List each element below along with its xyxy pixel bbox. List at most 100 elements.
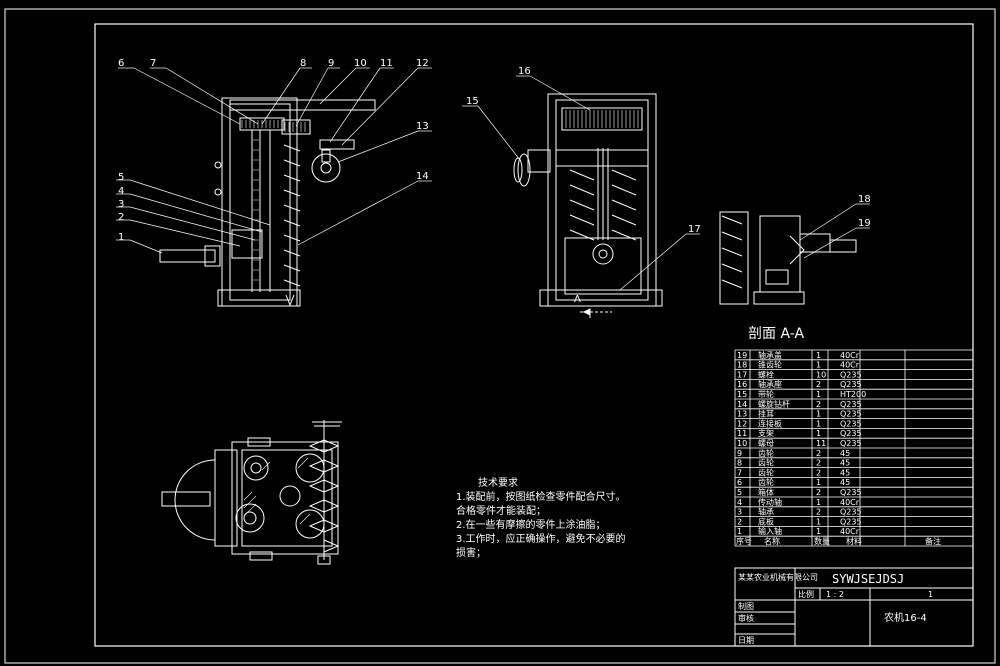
bom-row-number: 15 xyxy=(737,390,747,399)
bom-header-name: 名称 xyxy=(764,536,780,546)
date-label: 日期 xyxy=(738,636,754,645)
balloon-18: 18 xyxy=(858,194,871,205)
drawing-code: SYWJSEJDSJ xyxy=(832,572,904,586)
bom-row-number: 7 xyxy=(737,468,742,477)
bom-row-name: 传动轴 xyxy=(758,497,782,507)
note-line-4: 3.工作时，应正确操作，避免不必要的 xyxy=(456,532,626,545)
front-view xyxy=(159,97,376,307)
bom-row-material: Q235 xyxy=(840,439,862,448)
bom-row-name: 连接板 xyxy=(758,418,782,428)
bom-row-material: 45 xyxy=(840,449,850,458)
bom-header-material: 材料 xyxy=(846,536,862,546)
sheet-number: 1 xyxy=(928,590,933,599)
notes-heading: 技术要求 xyxy=(478,476,518,489)
front-hatch xyxy=(241,120,306,281)
bom-row-qty: 1 xyxy=(816,527,821,536)
top-hatch xyxy=(243,457,311,525)
bom-row-qty: 1 xyxy=(816,410,821,419)
technical-notes: 技术要求 1.装配前，按图纸检查零件配合尺寸。 合格零件才能装配； 2.在一些有… xyxy=(456,476,626,559)
bom-row-number: 10 xyxy=(737,439,747,448)
bom-row-qty: 2 xyxy=(816,380,821,389)
balloon-6: 6 xyxy=(118,58,124,69)
bom-row-number: 18 xyxy=(737,361,747,370)
bom-row-name: 箱体 xyxy=(758,487,774,497)
inner-border xyxy=(94,23,974,647)
bom-row-material: Q235 xyxy=(840,508,862,517)
bom-row-number: 9 xyxy=(737,449,742,458)
bom-row-number: 19 xyxy=(737,351,747,360)
balloon-labels: 1 2 3 4 5 6 7 8 9 10 11 12 13 14 15 16 1… xyxy=(118,58,871,243)
bom-row-name: 齿轮 xyxy=(758,467,774,477)
section-title: 剖面 A-A xyxy=(748,326,804,342)
bom-row-qty: 1 xyxy=(816,361,821,370)
bom-row-number: 14 xyxy=(737,400,747,409)
bom-row-name: 挂耳 xyxy=(758,409,774,419)
balloon-8: 8 xyxy=(300,58,306,69)
balloon-17: 17 xyxy=(688,224,701,235)
bom-row-name: 螺母 xyxy=(758,438,774,448)
bom-row-qty: 2 xyxy=(816,488,821,497)
balloon-12: 12 xyxy=(416,58,429,69)
bom-row-material: Q235 xyxy=(840,429,862,438)
bom-row-material: 40Cr xyxy=(840,498,860,507)
bom-row-name: 螺旋钻杆 xyxy=(758,399,790,409)
balloon-15: 15 xyxy=(466,96,479,107)
note-line-5: 损害； xyxy=(456,546,486,559)
bom-row-material: 40Cr xyxy=(840,351,860,360)
balloon-14: 14 xyxy=(416,171,429,182)
review-label: 审核 xyxy=(738,613,754,623)
side-hatch xyxy=(565,110,639,128)
bom-row-material: Q235 xyxy=(840,400,862,409)
bom-row-name: 轴承 xyxy=(758,507,774,517)
balloon-5: 5 xyxy=(118,172,124,183)
bom-row-material: Q235 xyxy=(840,488,862,497)
balloon-19: 19 xyxy=(858,218,871,229)
bom-row-qty: 2 xyxy=(816,508,821,517)
bom-row-material: Q235 xyxy=(840,517,862,526)
title-block xyxy=(734,567,974,647)
bom-header-remark: 备注 xyxy=(925,536,941,546)
bom-row-material: 45 xyxy=(840,468,850,477)
side-view xyxy=(513,93,663,318)
bom-row-material: Q235 xyxy=(840,370,862,379)
bom-row-number: 3 xyxy=(737,508,742,517)
bom-row-name: 齿轮 xyxy=(758,458,774,468)
leaders-front xyxy=(116,67,432,254)
bom-row-qty: 1 xyxy=(816,419,821,428)
balloon-10: 10 xyxy=(354,58,367,69)
bom-row-qty: 10 xyxy=(816,370,826,379)
bom-row-name: 轴承盖 xyxy=(758,350,782,360)
bom-row-name: 带轮 xyxy=(758,389,774,399)
outer-border xyxy=(4,8,996,664)
bom-row-number: 13 xyxy=(737,410,747,419)
bom-row-name: 螺栓 xyxy=(758,369,774,379)
top-view xyxy=(161,420,342,565)
bom-row-material: 45 xyxy=(840,459,850,468)
balloon-1: 1 xyxy=(118,232,124,243)
bom-row-qty: 1 xyxy=(816,517,821,526)
note-line-2: 合格零件才能装配； xyxy=(456,504,546,517)
bom-row-material: Q235 xyxy=(840,419,862,428)
note-line-3: 2.在一些有摩擦的零件上涂油脂； xyxy=(456,518,606,531)
bom-row-name: 齿轮 xyxy=(758,448,774,458)
bom-row-qty: 1 xyxy=(816,390,821,399)
drawing-name: 农机16-4 xyxy=(884,611,927,624)
balloon-16: 16 xyxy=(518,66,531,77)
note-line-1: 1.装配前，按图纸检查零件配合尺寸。 xyxy=(456,490,626,503)
bom-row-name: 输入轴 xyxy=(758,526,782,536)
balloon-2: 2 xyxy=(118,212,124,223)
bom-row-name: 锥齿轮 xyxy=(758,360,782,370)
leaders-side xyxy=(462,75,700,291)
bom-row-name: 齿轮 xyxy=(758,477,774,487)
bom-row-qty: 1 xyxy=(816,351,821,360)
scale-label: 比例 xyxy=(798,589,814,599)
bom-row-material: 40Cr xyxy=(840,527,860,536)
bom-row-name: 底板 xyxy=(758,516,774,526)
section-mark: A xyxy=(574,294,581,305)
bom-row-number: 5 xyxy=(737,488,742,497)
bom-row-name: 轴承座 xyxy=(758,379,782,389)
section-aa-view xyxy=(719,211,857,305)
bom-row-number: 16 xyxy=(737,380,747,389)
